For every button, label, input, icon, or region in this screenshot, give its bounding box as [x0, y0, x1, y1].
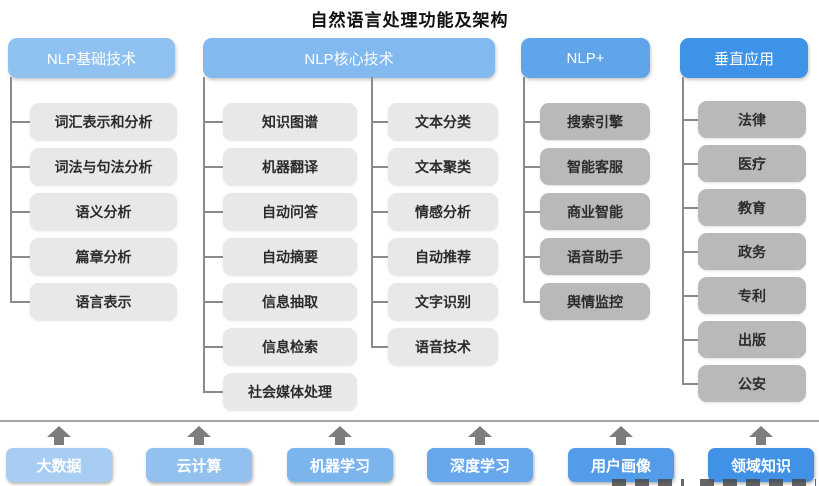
industry-item-box: 教育: [698, 189, 806, 226]
tech-item-box: 词汇表示和分析: [30, 103, 177, 140]
up-arrow-icon: [47, 426, 71, 437]
column-items-vertical: 法律医疗教育政务专利出版公安: [698, 101, 806, 402]
connector-vline-core-left: [203, 77, 205, 392]
up-arrow-icon: [328, 426, 352, 437]
tech-item-box: 自动问答: [223, 193, 357, 230]
tech-item-box: 社会媒体处理: [223, 373, 357, 410]
clipped-watermark-fragment: [700, 479, 816, 486]
connector-vline-vertical: [682, 77, 684, 384]
connector-vline-basic: [10, 77, 12, 302]
tech-item-box: 情感分析: [388, 193, 498, 230]
up-arrow-stem: [194, 437, 204, 445]
up-arrow-stem: [616, 437, 626, 445]
application-item-box: 智能客服: [540, 148, 650, 185]
tech-item-box: 词法与句法分析: [30, 148, 177, 185]
industry-item-box: 法律: [698, 101, 806, 138]
tech-item-box: 知识图谱: [223, 103, 357, 140]
foundation-unit: 云计算: [146, 426, 252, 482]
foundation-box-deep-learning: 深度学习: [427, 448, 533, 482]
column-items-core-right: 文本分类文本聚类情感分析自动推荐文字识别语音技术: [388, 103, 498, 365]
column-items-nlp-plus: 搜索引擎智能客服商业智能语音助手舆情监控: [540, 103, 650, 320]
column-items-core-left: 知识图谱机器翻译自动问答自动摘要信息抽取信息检索社会媒体处理: [223, 103, 357, 410]
up-arrow-stem: [54, 437, 64, 445]
application-item-box: 语音助手: [540, 238, 650, 275]
column-header-nlp-basic: NLP基础技术: [8, 38, 175, 78]
foundation-box-domain-knowledge: 领域知识: [708, 448, 814, 482]
application-item-box: 搜索引擎: [540, 103, 650, 140]
tech-item-box: 语音技术: [388, 328, 498, 365]
tech-item-box: 自动推荐: [388, 238, 498, 275]
industry-item-box: 医疗: [698, 145, 806, 182]
tech-item-box: 信息检索: [223, 328, 357, 365]
connector-vline-nlp-plus: [523, 77, 525, 302]
foundation-unit: 机器学习: [287, 426, 393, 482]
up-arrow-icon: [749, 426, 773, 437]
up-arrow-icon: [187, 426, 211, 437]
tech-item-box: 文字识别: [388, 283, 498, 320]
tech-item-box: 自动摘要: [223, 238, 357, 275]
foundation-unit: 领域知识: [708, 426, 814, 482]
tech-item-box: 文本分类: [388, 103, 498, 140]
industry-item-box: 出版: [698, 321, 806, 358]
column-header-nlp-plus: NLP+: [521, 38, 650, 78]
tech-item-box: 篇章分析: [30, 238, 177, 275]
separator-line: [0, 420, 819, 422]
tech-item-box: 语言表示: [30, 283, 177, 320]
column-items-basic: 词汇表示和分析词法与句法分析语义分析篇章分析语言表示: [30, 103, 177, 320]
column-header-nlp-core: NLP核心技术: [203, 38, 495, 78]
clipped-watermark-fragment: [612, 479, 684, 486]
up-arrow-icon: [468, 426, 492, 437]
tech-item-box: 机器翻译: [223, 148, 357, 185]
column-header-vertical-apps: 垂直应用: [680, 38, 808, 78]
tech-item-box: 语义分析: [30, 193, 177, 230]
page-title: 自然语言处理功能及架构: [310, 11, 509, 30]
application-item-box: 舆情监控: [540, 283, 650, 320]
up-arrow-stem: [335, 437, 345, 445]
tech-item-box: 信息抽取: [223, 283, 357, 320]
application-item-box: 商业智能: [540, 193, 650, 230]
tech-item-box: 文本聚类: [388, 148, 498, 185]
foundation-unit: 深度学习: [427, 426, 533, 482]
foundation-unit: 大数据: [6, 426, 112, 482]
up-arrow-stem: [475, 437, 485, 445]
foundation-box-machine-learning: 机器学习: [287, 448, 393, 482]
foundation-unit: 用户画像: [568, 426, 674, 482]
foundation-box-big-data: 大数据: [6, 448, 112, 482]
foundation-box-user-profile: 用户画像: [568, 448, 674, 482]
foundation-box-cloud: 云计算: [146, 448, 252, 482]
industry-item-box: 专利: [698, 277, 806, 314]
up-arrow-icon: [609, 426, 633, 437]
industry-item-box: 政务: [698, 233, 806, 270]
up-arrow-stem: [756, 437, 766, 445]
industry-item-box: 公安: [698, 365, 806, 402]
